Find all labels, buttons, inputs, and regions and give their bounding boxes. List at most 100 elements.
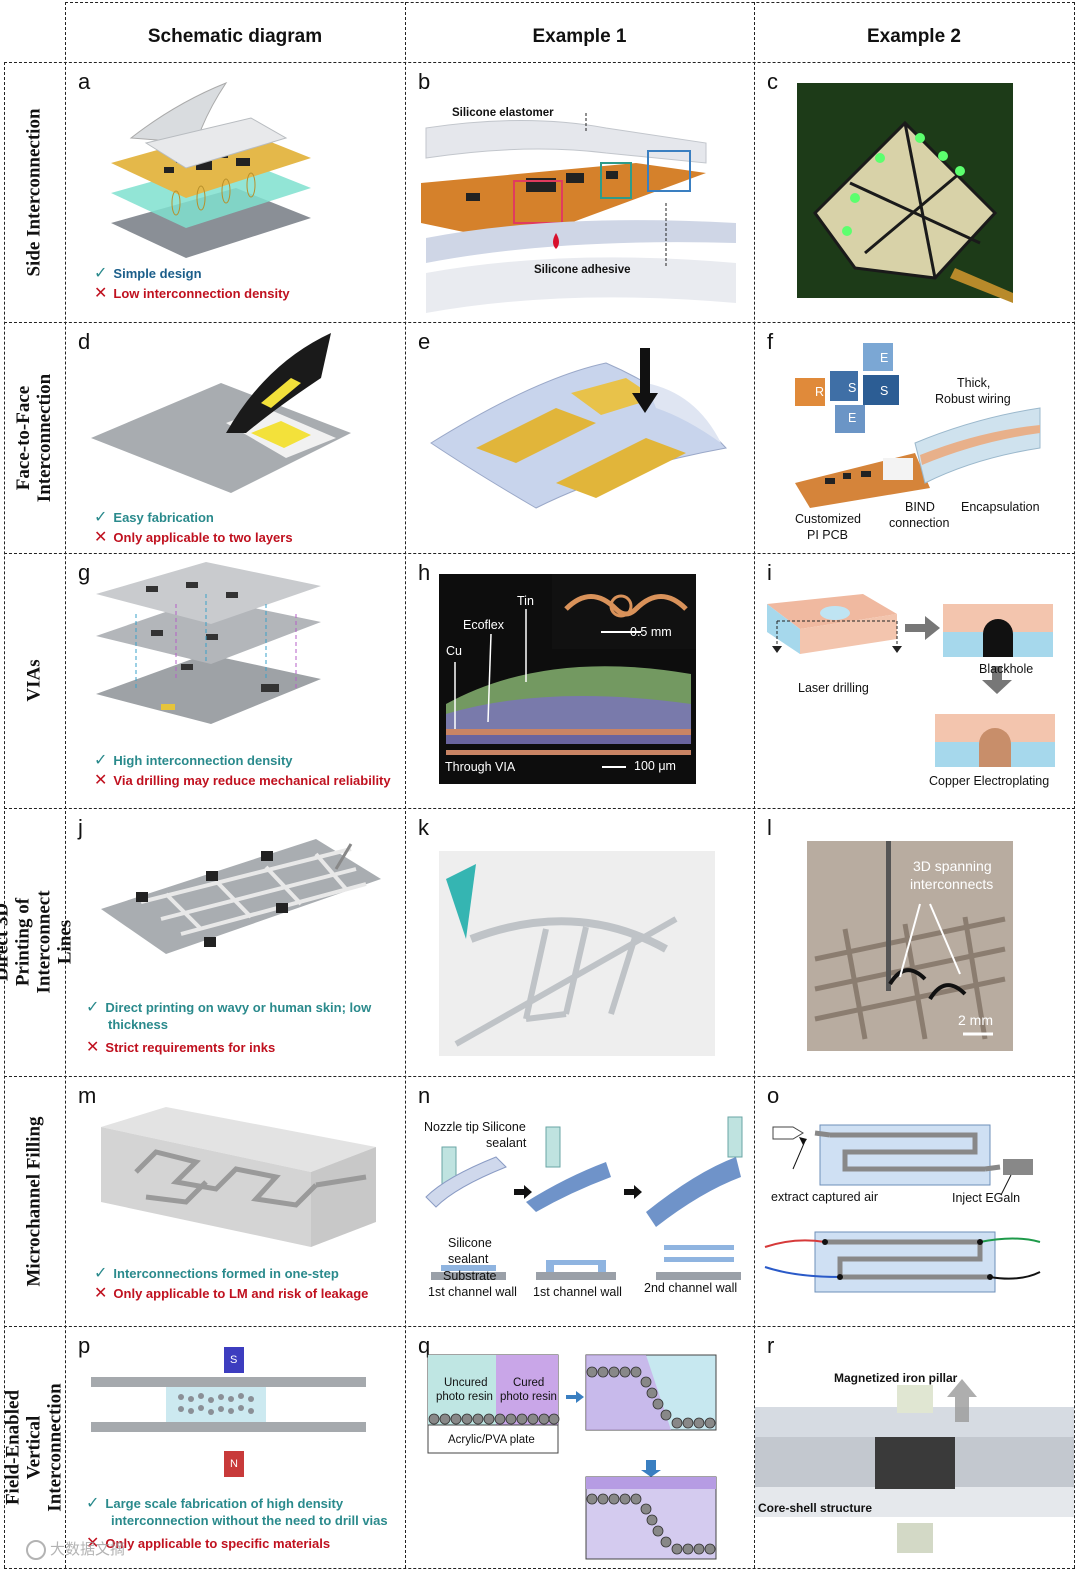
- label-interconnects: interconnects: [910, 876, 994, 892]
- con-item: ✕Only applicable to specific materials: [86, 1535, 331, 1552]
- panel-a: a ✓Simple design ✕Low interconnection de…: [66, 63, 405, 322]
- panel-l: l 3D spanning interconnects 2 mm: [755, 809, 1074, 1076]
- label-inject-egain: Inject EGaln: [952, 1191, 1021, 1205]
- label-tin: Tin: [517, 594, 534, 608]
- pro-item-continued: interconnection without the need to dril…: [111, 1513, 388, 1528]
- cross-icon: ✕: [94, 285, 108, 302]
- panel-q: q Uncured photo resin Cured photo resin …: [406, 1327, 754, 1568]
- pro-item: ✓Large scale fabrication of high density: [86, 1495, 344, 1512]
- panel-b: b Silicone elastomer Silicone adhesive: [406, 63, 754, 322]
- label-silicone-bottom: Silicone: [448, 1236, 492, 1250]
- scale-bar-label: 0.5 mm: [630, 625, 672, 639]
- via-process-illustration: [767, 594, 1055, 767]
- label-encapsulation: Encapsulation: [961, 500, 1040, 514]
- puzzle-piece-label: E: [848, 411, 857, 425]
- panel-o: o extract captured air Inject EGaln: [755, 1077, 1074, 1326]
- panel-letter: h: [418, 560, 431, 585]
- column-header-example-2: Example 2: [867, 26, 961, 47]
- check-icon: ✓: [94, 1265, 108, 1282]
- label-acrylic-pva-plate: Acrylic/PVA plate: [448, 1434, 535, 1446]
- puzzle-and-pcb-illustration: [795, 343, 1041, 508]
- face-to-face-schematic: [91, 333, 351, 493]
- label-silicone-adhesive: Silicone adhesive: [534, 264, 631, 276]
- grid-bottom: [4, 1568, 1075, 1569]
- panel-letter: l: [767, 815, 772, 840]
- puzzle-piece-label: E: [880, 351, 889, 365]
- panel-e: e: [406, 323, 754, 553]
- panel-letter: k: [418, 815, 429, 840]
- grid-col-1: [65, 2, 66, 1568]
- panel-letter: a: [78, 69, 91, 94]
- side-interconnection-schematic: [111, 81, 311, 258]
- label-sealant: sealant: [486, 1136, 527, 1150]
- puzzle-piece-label: S: [880, 384, 889, 398]
- panel-letter: e: [418, 329, 431, 354]
- grid-col-3: [754, 2, 755, 1568]
- panel-letter: f: [767, 329, 774, 354]
- panel-g: g ✓High interconnection density ✕Via dri…: [66, 554, 405, 808]
- panel-letter: n: [418, 1083, 431, 1108]
- printed-arch-illustration: [439, 851, 715, 1056]
- label-copper-electroplating: Copper Electroplating: [929, 774, 1050, 788]
- label-uncured: Uncured: [444, 1377, 488, 1389]
- panel-letter: g: [78, 560, 91, 585]
- grid-row-6: [4, 1326, 1075, 1327]
- cross-icon: ✕: [94, 529, 108, 546]
- label-through-via: Through VIA: [445, 760, 516, 774]
- con-item: ✕Low interconnection density: [94, 285, 290, 302]
- panel-d: d ✓Easy fabrication ✕Only applicable to …: [66, 323, 405, 553]
- panel-r: r Magnetized iron pillar Core-shell stru…: [755, 1327, 1074, 1568]
- cross-icon: ✕: [86, 1535, 100, 1552]
- label-magnetized-iron-pillar: Magnetized iron pillar: [834, 1371, 958, 1385]
- label-connection: connection: [889, 516, 950, 530]
- con-item: ✕Only applicable to two layers: [94, 529, 293, 546]
- check-icon: ✓: [94, 509, 108, 526]
- panel-letter: b: [418, 69, 431, 94]
- panel-letter: q: [418, 1333, 431, 1358]
- panel-n: n Nozzle tip Silicone sealant Silicone s…: [406, 1077, 754, 1326]
- magnet-south-label: S: [230, 1354, 238, 1366]
- egain-injection-illustration: [764, 1124, 1041, 1293]
- panel-i: i Laser drilling Blackhole Copper Electr…: [755, 554, 1074, 808]
- label-silicone: Silicone: [482, 1120, 526, 1134]
- label-extract-air: extract captured air: [771, 1190, 878, 1204]
- panel-j: j ✓Direct printing on wavy or human skin…: [66, 809, 405, 1076]
- silicone-stack-illustration: [421, 113, 736, 313]
- panel-m: m ✓Interconnections formed in one-step ✕…: [66, 1077, 405, 1326]
- pro-item: ✓Simple design: [94, 265, 202, 282]
- label-2nd-channel-wall: 2nd channel wall: [644, 1281, 738, 1295]
- grid-row-5: [4, 1076, 1075, 1077]
- pro-item-continued: thickness: [108, 1017, 168, 1032]
- grid-row-3: [4, 553, 1075, 554]
- vias-layer-schematic: [96, 562, 321, 724]
- label-laser-drilling: Laser drilling: [798, 681, 869, 695]
- column-header-schematic: Schematic diagram: [147, 26, 323, 47]
- bent-film-illustration: [430, 348, 727, 509]
- panel-letter: i: [767, 560, 772, 585]
- via-micrograph: [439, 574, 696, 784]
- row-header-micro: Microchannel Filling: [23, 1115, 45, 1287]
- label-silicone-elastomer: Silicone elastomer: [452, 107, 554, 119]
- magnet-north-label: N: [230, 1458, 238, 1470]
- microchannel-schematic: [101, 1107, 376, 1247]
- led-pyramid-photo: [797, 83, 1013, 303]
- pro-item: ✓High interconnection density: [94, 752, 293, 769]
- cross-icon: ✕: [94, 772, 108, 789]
- check-icon: ✓: [94, 265, 108, 282]
- label-1st-channel-wall-b: 1st channel wall: [533, 1285, 622, 1299]
- nozzle-sealing-steps: [425, 1116, 743, 1280]
- con-item: ✕Only applicable to LM and risk of leaka…: [94, 1285, 369, 1302]
- check-icon: ✓: [94, 752, 108, 769]
- label-thick: Thick,: [957, 376, 991, 390]
- panel-letter: o: [767, 1083, 780, 1108]
- panel-letter: c: [767, 69, 778, 94]
- grid-row-2: [4, 322, 1075, 323]
- con-item: ✕Strict requirements for inks: [86, 1039, 276, 1056]
- panel-p: p S N ✓Large scale fabrication of high d…: [66, 1327, 405, 1568]
- label-robust-wiring: Robust wiring: [935, 392, 1011, 406]
- label-bind: BIND: [905, 500, 935, 514]
- label-cu: Cu: [446, 644, 462, 658]
- photoresin-curing-steps: [427, 1354, 717, 1560]
- label-pi-pcb: PI PCB: [807, 528, 848, 542]
- label-photo-resin: photo resin: [436, 1391, 493, 1403]
